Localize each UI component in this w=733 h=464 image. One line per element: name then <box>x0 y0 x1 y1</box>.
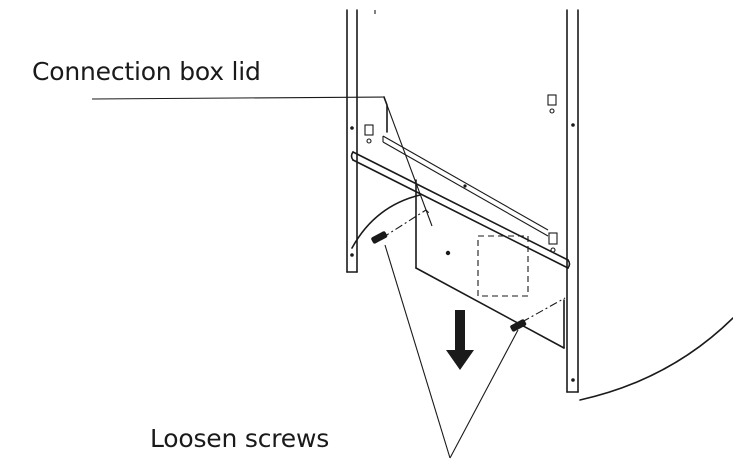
mounting-bar <box>350 151 571 269</box>
screw-icon <box>510 319 527 332</box>
loosen-screws-label: Loosen screws <box>150 424 330 453</box>
left-panel-edge <box>346 9 358 273</box>
arrow-down-icon <box>446 310 474 370</box>
connection-box-lid-label: Connection box lid <box>32 57 261 86</box>
hook-lower-right <box>548 232 558 253</box>
connection-box-lid <box>383 96 565 349</box>
right-panel-edge <box>566 9 579 393</box>
leader-lines-screws <box>384 244 519 459</box>
thin-rail <box>382 135 549 237</box>
leader-line-lid <box>91 96 433 227</box>
screw-icon <box>371 231 388 244</box>
hook-upper-left <box>364 124 374 144</box>
hook-upper-right <box>547 94 557 114</box>
